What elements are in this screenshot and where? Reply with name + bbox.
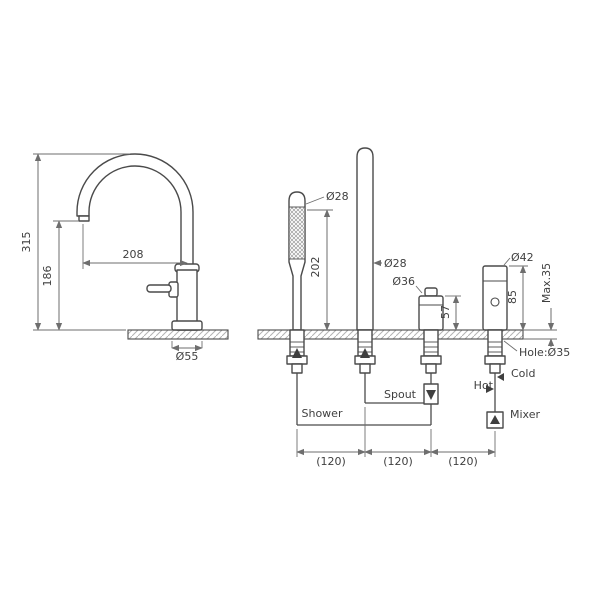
dim-label-diverter-diameter: Ø36: [392, 275, 415, 288]
dimension-spout-reach: 208: [82, 224, 188, 269]
dim-label-handshower-length: 202: [309, 257, 322, 278]
dimension-diverter-height: 57: [439, 295, 461, 331]
dim-label-mixer-height: 85: [506, 290, 519, 304]
label-shower-port: Shower: [302, 407, 343, 420]
handshower: [286, 191, 431, 426]
dim-label-total-height: 315: [20, 232, 33, 253]
tub-spout: [354, 147, 428, 404]
label-spout-port: Spout: [384, 388, 417, 401]
diverter-valve: [418, 287, 444, 425]
callout-hole-diameter: Hole:Ø35: [503, 340, 570, 359]
dim-label-deck-thickness: Max.35: [540, 263, 553, 303]
dimension-deck-thickness: Max.35: [523, 263, 557, 347]
side-view-faucet: 315 186 208 Ø55: [20, 153, 229, 363]
cold-inlet-arrow: [497, 373, 504, 381]
spout-tailpiece: [359, 363, 371, 374]
deck-section-right: [257, 329, 524, 340]
dim-label-mixer-diameter: Ø42: [511, 251, 534, 264]
spout-tube: [356, 147, 374, 331]
flow-arrow-spout: [360, 348, 370, 358]
dim-label-base-diameter: Ø55: [176, 350, 199, 363]
spout-nozzle: [78, 215, 90, 222]
callout-mixer-diameter: Ø42: [503, 251, 534, 266]
dimension-total-height: 315: [20, 153, 130, 331]
callout-spout-diameter: Ø28: [373, 257, 407, 270]
hot-inlet-arrow: [486, 385, 494, 393]
dimension-hole-spacing-chain: (120) (120) (120): [296, 407, 496, 468]
label-hot-port: Hot: [474, 379, 494, 392]
mixer-tailpiece: [489, 363, 501, 374]
installation-view: Ø28 202 Ø28 Ø36 57 Ø42: [257, 147, 570, 468]
dim-label-diverter-height: 57: [439, 305, 452, 319]
faucet-base-flange: [171, 320, 203, 331]
dim-label-spout-height: 186: [41, 266, 54, 287]
handle-lever: [146, 284, 172, 293]
dimension-handshower-length: 202: [307, 209, 333, 331]
dimension-base-diameter: Ø55: [171, 341, 203, 363]
callout-diverter-diameter: Ø36: [392, 275, 423, 294]
dimension-mixer-height: 85: [506, 265, 528, 331]
callout-handshower-diameter: Ø28: [305, 190, 349, 205]
flow-arrow-mixer: [490, 415, 500, 424]
mixer-mounting-nut: [484, 355, 506, 365]
deck-section-left: [127, 329, 229, 340]
mixer-screw-detail: [490, 297, 500, 307]
handshower-tailpiece: [291, 363, 303, 374]
dim-label-spacing-2: (120): [383, 455, 413, 468]
flow-arrow-check-valve: [426, 390, 436, 400]
diverter-mounting-nut: [420, 355, 442, 365]
label-mixer-port: Mixer: [510, 408, 540, 421]
dim-label-spacing-3: (120): [448, 455, 478, 468]
gooseneck-spout: [76, 153, 194, 271]
flow-arrow-handshower: [292, 348, 302, 358]
mixer-valve: [482, 265, 508, 429]
dim-label-spacing-1: (120): [316, 455, 346, 468]
handshower-grip-knurl: [289, 207, 305, 259]
dim-label-spout-reach: 208: [123, 248, 144, 261]
dim-label-handshower-diameter: Ø28: [326, 190, 349, 203]
diverter-knob: [424, 287, 438, 297]
diverter-tailpiece: [425, 363, 437, 374]
dimension-spout-height: 186: [41, 220, 79, 331]
dim-label-spout-diameter: Ø28: [384, 257, 407, 270]
label-cold-port: Cold: [511, 367, 535, 380]
dim-label-hole-diameter: Hole:Ø35: [519, 346, 570, 359]
